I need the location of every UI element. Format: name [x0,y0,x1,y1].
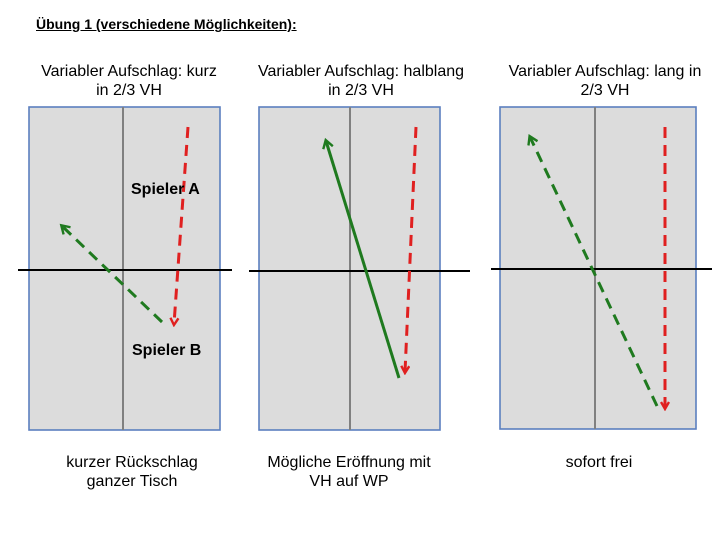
column-1-title: Variabler Aufschlag: kurz in 2/3 VH [9,62,249,100]
column-3-caption-line-1: sofort frei [565,454,633,471]
panel-1-return-arrow [62,226,164,324]
column-1-title-line-1: Variabler Aufschlag: kurz [41,63,217,80]
panel-1: Spieler A Spieler B [18,106,232,431]
column-1-caption-line-1: kurzer Rückschlag [66,454,198,471]
column-3-title: Variabler Aufschlag: lang in 2/3 VH [485,62,720,100]
exercise-heading: Übung 1 (verschiedene Möglichkeiten): [36,16,297,32]
panel-2-return-arrow [326,141,401,379]
panel-1-serve-arrow [174,126,190,324]
column-2-caption-line-2: VH auf WP [309,473,389,490]
column-1-caption-line-2: ganzer Tisch [86,473,178,490]
column-1-caption: kurzer Rückschlag ganzer Tisch [12,453,252,491]
column-2-title-line-1: Variabler Aufschlag: halblang [257,63,465,80]
table-1 [28,106,221,431]
player-b-label: Spieler B [132,342,201,359]
column-2-title: Variabler Aufschlag: halblang in 2/3 VH [241,62,481,100]
column-3-caption: sofort frei [479,453,719,472]
column-1-title-line-2: in 2/3 VH [96,82,162,99]
panel-2 [249,106,470,431]
player-a-label: Spieler A [131,181,200,198]
panel-3 [491,106,712,430]
column-3-title-line-1: Variabler Aufschlag: lang in [508,63,702,80]
panel-3-return-arrow [530,137,659,407]
panel-2-serve-arrow [405,126,418,372]
column-2-caption: Mögliche Eröffnung mit VH auf WP [229,453,469,491]
column-2-title-line-2: in 2/3 VH [328,82,394,99]
column-2-caption-line-1: Mögliche Eröffnung mit [267,454,431,471]
column-3-title-line-2: 2/3 VH [580,82,630,99]
